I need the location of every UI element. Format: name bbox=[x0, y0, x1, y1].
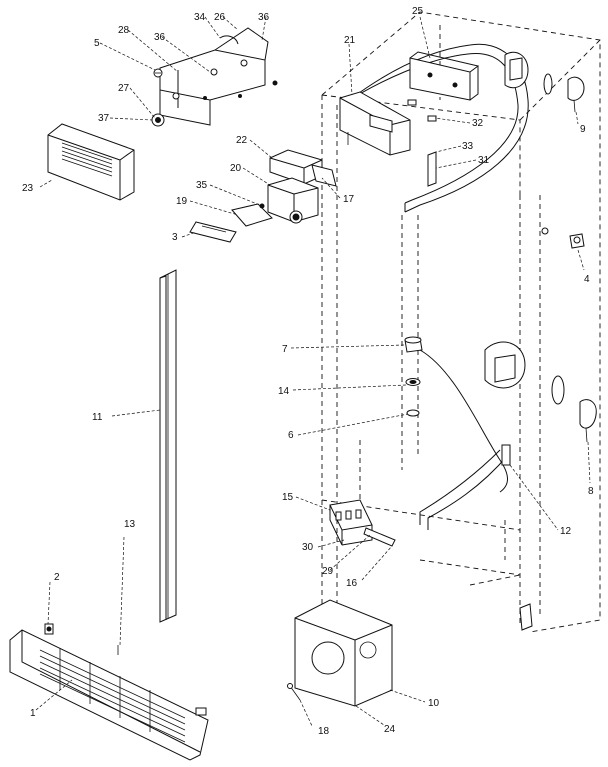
control-panel-23 bbox=[47, 123, 135, 201]
callout-28: 28 bbox=[118, 25, 130, 36]
screw-5 bbox=[153, 68, 163, 78]
callout-14: 14 bbox=[278, 386, 290, 397]
light-socket-9 bbox=[504, 51, 585, 113]
callout-15: 15 bbox=[282, 492, 294, 503]
callout-23: 23 bbox=[22, 183, 34, 194]
grille-1 bbox=[9, 629, 209, 761]
callout-27: 27 bbox=[118, 83, 130, 94]
callout-labels: 5 28 36 34 26 36 27 37 23 22 20 17 35 19… bbox=[22, 6, 594, 737]
hardware-31-32-33 bbox=[407, 99, 437, 187]
knob-27 bbox=[151, 113, 165, 127]
callout-3: 3 bbox=[172, 232, 178, 243]
callout-31: 31 bbox=[478, 155, 490, 166]
callout-19: 19 bbox=[176, 196, 188, 207]
callout-36-right: 36 bbox=[258, 12, 270, 23]
callout-6: 6 bbox=[288, 430, 294, 441]
callout-11: 11 bbox=[92, 412, 103, 423]
callout-18: 18 bbox=[318, 726, 330, 737]
callout-7: 7 bbox=[282, 344, 288, 355]
callout-13: 13 bbox=[124, 519, 136, 530]
callout-5: 5 bbox=[94, 38, 100, 49]
callout-33: 33 bbox=[462, 141, 474, 152]
callout-12: 12 bbox=[560, 526, 572, 537]
damper-assembly bbox=[189, 149, 337, 243]
callout-25: 25 bbox=[412, 6, 424, 17]
callout-16: 16 bbox=[346, 578, 358, 589]
callout-36-left: 36 bbox=[154, 32, 166, 43]
callout-37: 37 bbox=[98, 113, 110, 124]
callout-10: 10 bbox=[428, 698, 440, 709]
callout-4: 4 bbox=[584, 274, 590, 285]
callout-32: 32 bbox=[472, 118, 484, 129]
callout-9: 9 bbox=[580, 124, 586, 135]
callout-35: 35 bbox=[196, 180, 208, 191]
leader-lines bbox=[35, 16, 591, 727]
callout-17: 17 bbox=[343, 194, 355, 205]
callout-2: 2 bbox=[54, 572, 60, 583]
trim-strip-11 bbox=[159, 269, 177, 623]
insulation-10 bbox=[294, 599, 393, 707]
light-housing-8 bbox=[484, 341, 597, 443]
switch-4 bbox=[541, 227, 585, 249]
callout-34: 34 bbox=[194, 12, 206, 23]
evap-bracket bbox=[329, 499, 396, 547]
callout-22: 22 bbox=[236, 135, 248, 146]
callout-26: 26 bbox=[214, 12, 226, 23]
drain-tube-12 bbox=[419, 444, 511, 530]
callout-29: 29 bbox=[322, 566, 334, 577]
callout-20: 20 bbox=[230, 163, 242, 174]
callout-8: 8 bbox=[588, 486, 594, 497]
callout-21: 21 bbox=[344, 35, 356, 46]
callout-1: 1 bbox=[30, 708, 36, 719]
cabinet-outline bbox=[321, 11, 601, 633]
bottom-corner-bracket bbox=[519, 603, 533, 631]
control-bracket bbox=[159, 27, 278, 126]
callout-30: 30 bbox=[302, 542, 314, 553]
screw-2 bbox=[44, 623, 54, 635]
upper-duct bbox=[339, 51, 480, 156]
callout-24: 24 bbox=[384, 724, 396, 735]
screw-18 bbox=[287, 683, 301, 701]
drain-fittings bbox=[404, 336, 508, 493]
